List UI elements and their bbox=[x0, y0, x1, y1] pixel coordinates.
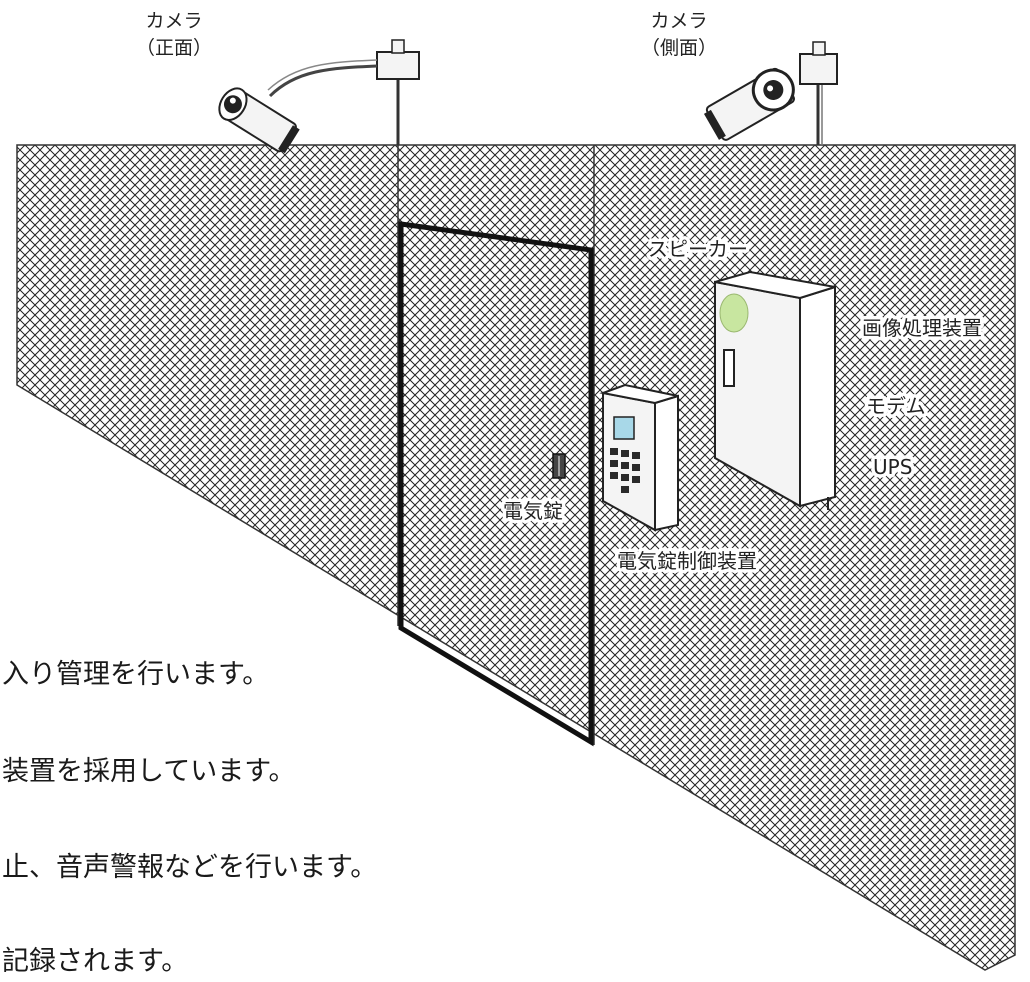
label-modem: モデム bbox=[866, 394, 926, 418]
fence-wall bbox=[16, 144, 1016, 971]
camera-front bbox=[218, 39, 420, 154]
label-camera-side-line2: （側面） bbox=[641, 37, 717, 59]
body-line-4: 記録されます。 bbox=[2, 946, 188, 977]
body-line-1: 入り管理を行います。 bbox=[2, 659, 269, 690]
body-line-2: 装置を採用しています。 bbox=[2, 756, 296, 787]
controller-screen bbox=[613, 416, 635, 440]
fence-mesh-panel bbox=[16, 144, 1016, 971]
body-line-3: 止、音声警報などを行います。 bbox=[2, 852, 377, 883]
label-camera-front-line2: （正面） bbox=[136, 37, 212, 59]
label-speaker: スピーカー bbox=[648, 237, 748, 261]
camera-side bbox=[703, 41, 838, 145]
label-camera-side-line1: カメラ bbox=[650, 10, 707, 32]
image-processing-cabinet bbox=[714, 270, 836, 510]
label-electric-lock: 電気錠 bbox=[503, 499, 563, 523]
gate-door bbox=[398, 221, 594, 747]
cabinet-handle bbox=[723, 349, 735, 387]
label-ups: UPS bbox=[873, 455, 912, 479]
label-image-processor: 画像処理装置 bbox=[862, 316, 982, 340]
gate-frame bbox=[398, 221, 594, 747]
electric-lock bbox=[552, 453, 566, 479]
speaker-grille bbox=[719, 293, 749, 333]
lock-controller-unit bbox=[599, 383, 679, 532]
controller-keypad bbox=[610, 448, 640, 493]
label-camera-front-line1: カメラ bbox=[145, 10, 202, 32]
label-lock-controller: 電気錠制御装置 bbox=[617, 549, 757, 573]
